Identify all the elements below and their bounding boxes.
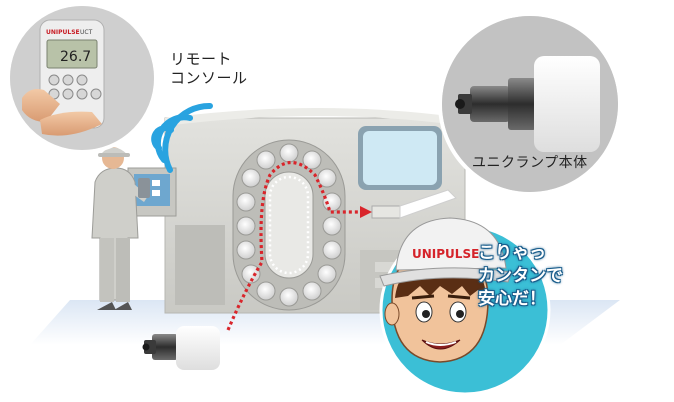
unit-callout-circle bbox=[438, 12, 622, 196]
remote-label-line2: コンソール bbox=[170, 69, 248, 87]
remote-label-line1: リモート bbox=[170, 50, 233, 68]
device-display-value: 26.7 bbox=[60, 49, 91, 65]
wifi-signal-icon bbox=[151, 102, 213, 173]
clamp-unit-small bbox=[142, 326, 220, 370]
cap-logo-text: UNIPULSE bbox=[412, 247, 479, 261]
speech-text: こりゃっ カンタンで 安心だ！ bbox=[478, 242, 563, 311]
speech-line3: 安心だ！ bbox=[478, 289, 546, 309]
remote-console-label: リモート コンソール bbox=[170, 50, 248, 88]
remote-console-illustration: UNIPULSE UCT 26.7 bbox=[6, 2, 158, 154]
device-model-text: UCT bbox=[80, 29, 93, 36]
callout-pointer bbox=[399, 189, 457, 219]
worker bbox=[91, 147, 150, 310]
path-arrow bbox=[360, 206, 372, 218]
tool-path-dotted bbox=[226, 160, 362, 331]
device-brand-text: UNIPULSE bbox=[46, 29, 80, 36]
speech-line2: カンタンで bbox=[478, 266, 563, 286]
speech-line1: こりゃっ bbox=[478, 243, 546, 263]
worker-face-bubble: UNIPULSE bbox=[379, 217, 551, 396]
unit-body-label: ユニクランプ本体 bbox=[472, 155, 588, 171]
